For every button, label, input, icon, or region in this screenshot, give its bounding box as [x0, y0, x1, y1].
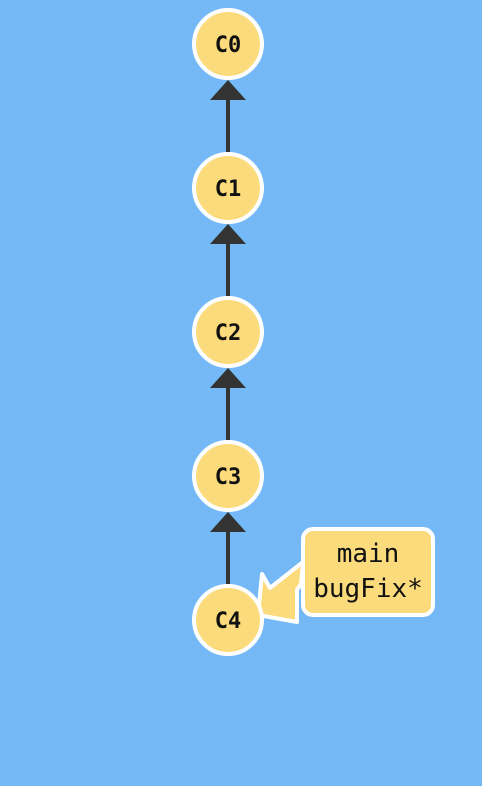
branch-label[interactable]: main bugFix*: [301, 527, 435, 617]
commit-circle[interactable]: [192, 440, 264, 512]
branch-name-main: main: [336, 539, 400, 570]
commit-label: C3: [215, 465, 242, 490]
commit-edges: [210, 80, 246, 586]
commit-label: C2: [215, 321, 242, 346]
branch-pointer-arrow: [256, 560, 305, 624]
commit-C4[interactable]: C4: [192, 584, 264, 656]
commit-C0[interactable]: C0: [192, 8, 264, 80]
commit-label: C1: [215, 177, 242, 202]
commit-circle[interactable]: [192, 152, 264, 224]
commit-label: C4: [215, 609, 242, 634]
commit-C2[interactable]: C2: [192, 296, 264, 368]
edge-C2-to-C1: [210, 224, 246, 298]
edge-arrowhead: [210, 512, 246, 532]
commit-C1[interactable]: C1: [192, 152, 264, 224]
edge-C3-to-C2: [210, 368, 246, 442]
commit-circle[interactable]: [192, 296, 264, 368]
commit-circle[interactable]: [192, 584, 264, 656]
commit-circle[interactable]: [192, 8, 264, 80]
edge-arrowhead: [210, 224, 246, 244]
commit-C3[interactable]: C3: [192, 440, 264, 512]
edge-C1-to-C0: [210, 80, 246, 154]
edge-arrowhead: [210, 80, 246, 100]
commit-label: C0: [215, 33, 242, 58]
edge-C4-to-C3: [210, 512, 246, 586]
edge-arrowhead: [210, 368, 246, 388]
branch-name-bugfix: bugFix*: [313, 574, 423, 604]
